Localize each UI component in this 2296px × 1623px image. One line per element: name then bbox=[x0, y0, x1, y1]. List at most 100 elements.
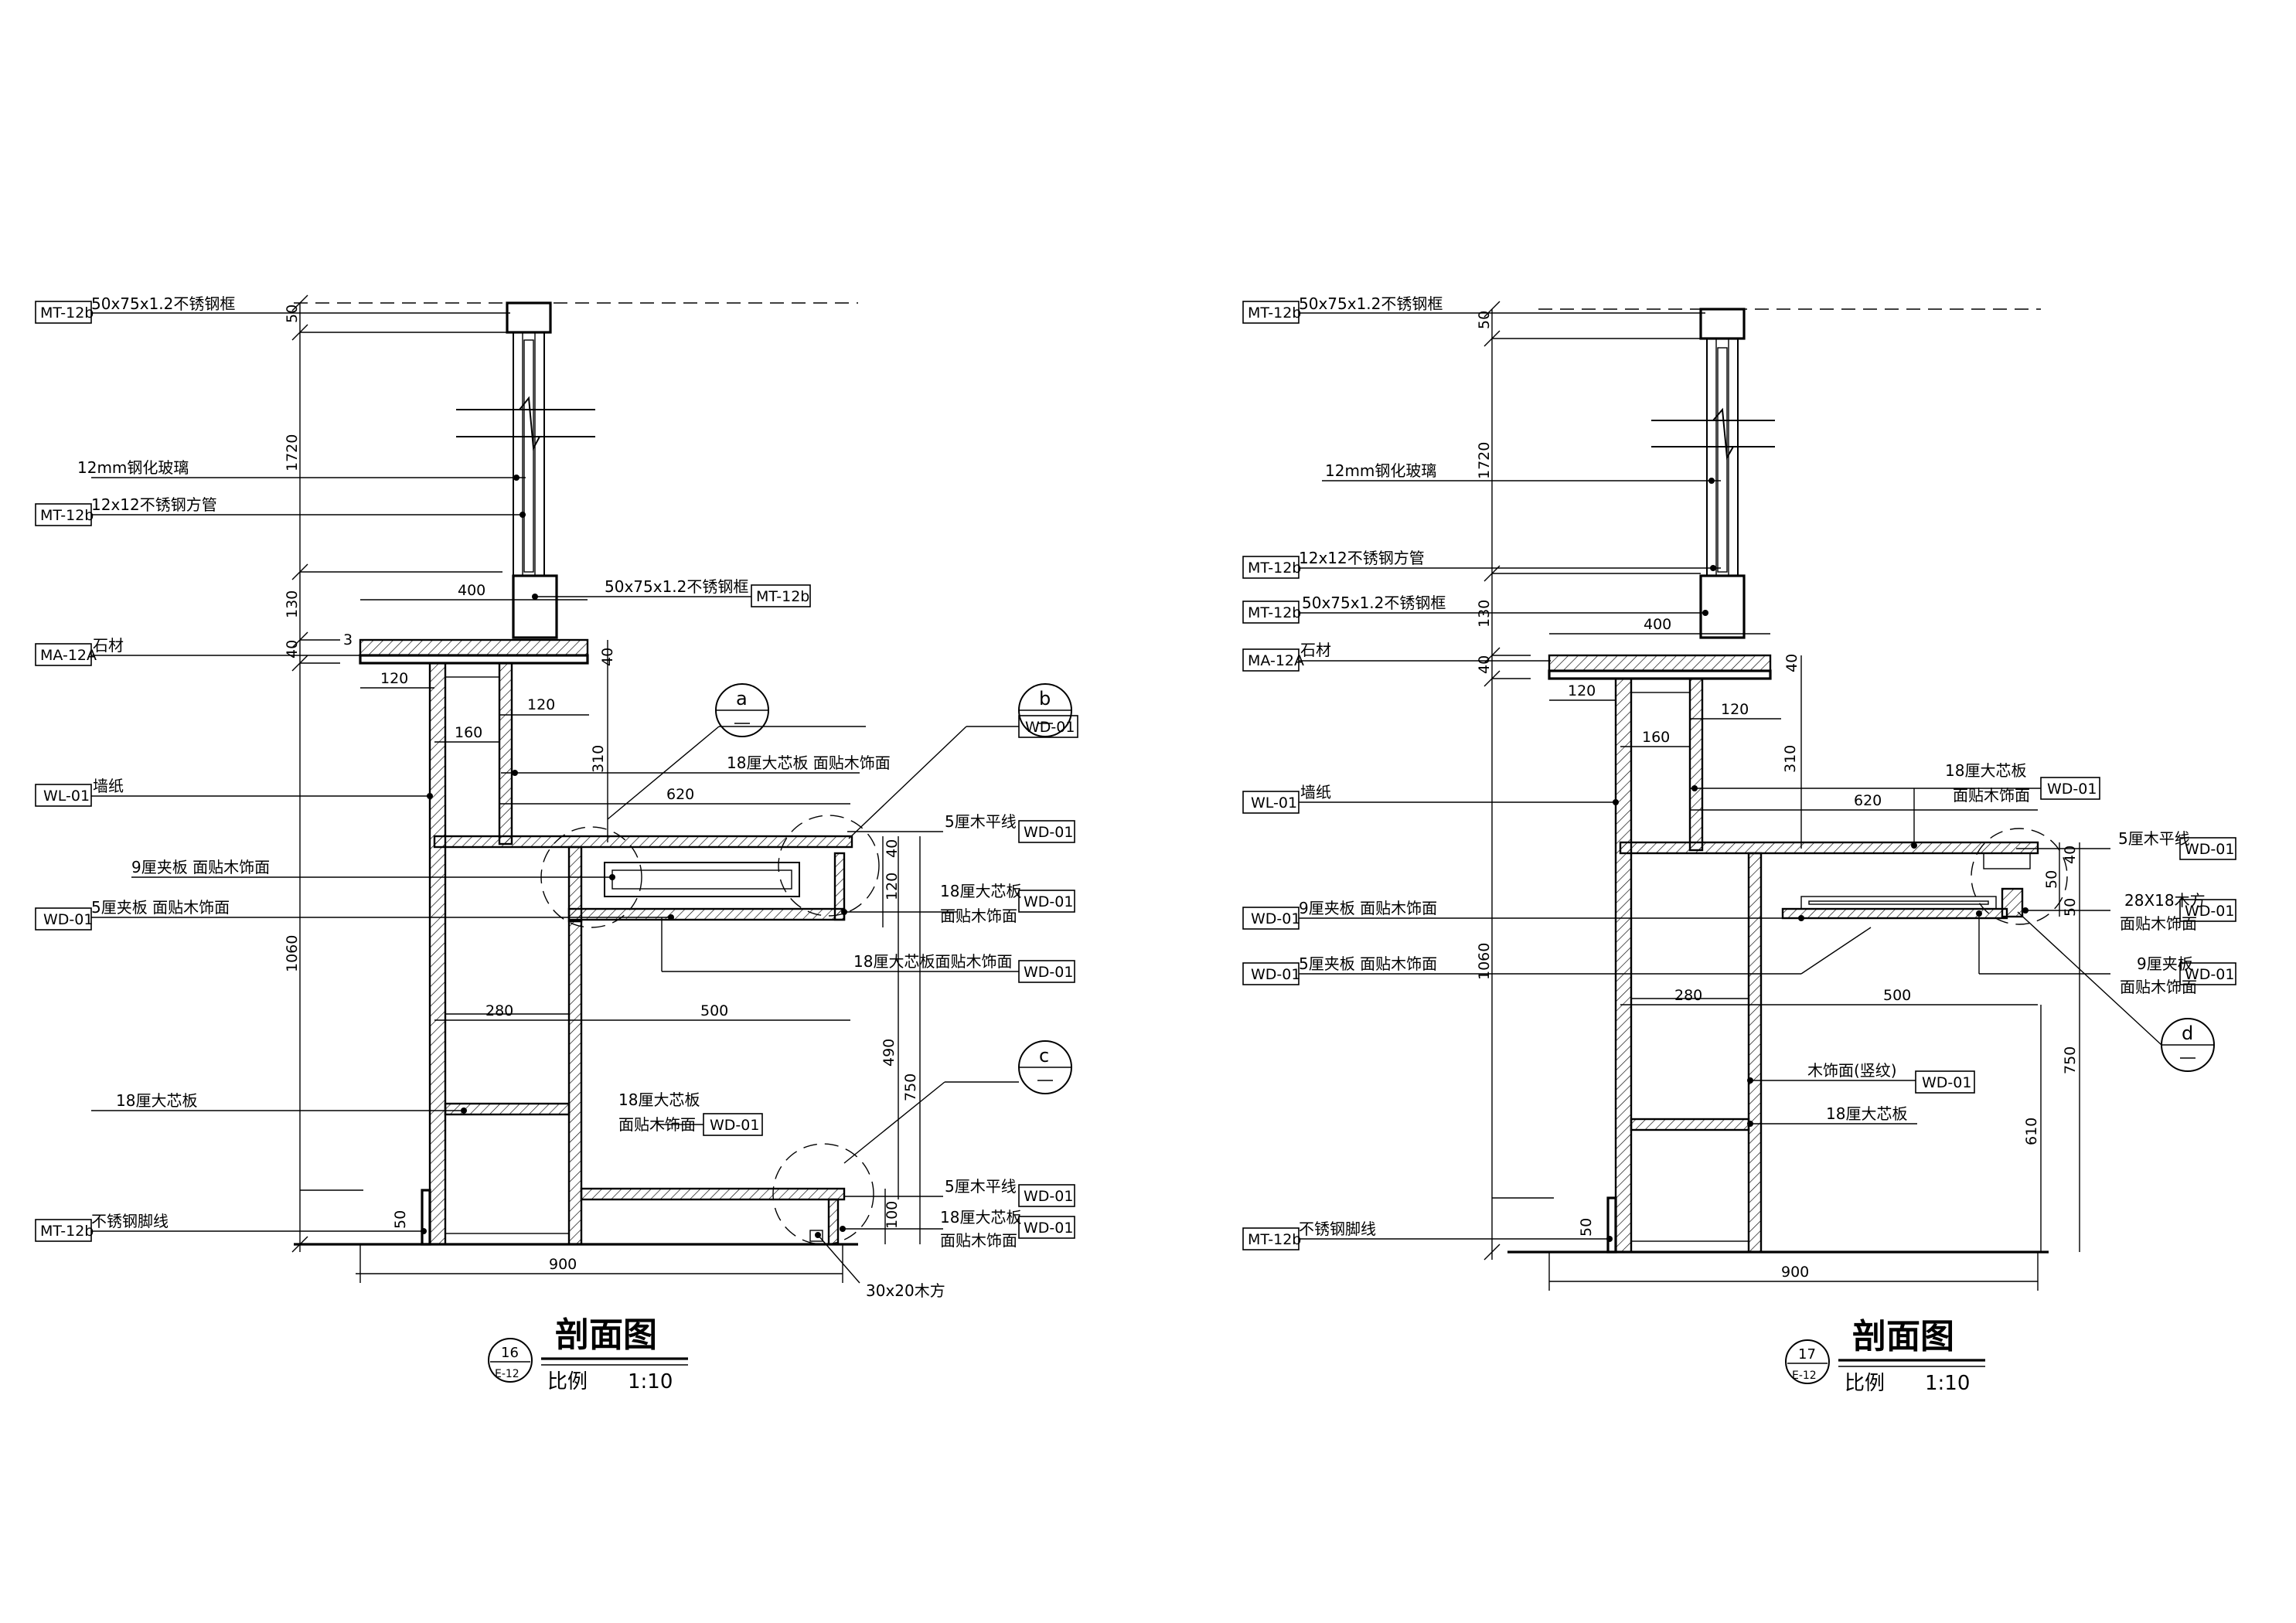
drawing-title: 剖面图 bbox=[1852, 1317, 1954, 1356]
top-steel-frame bbox=[1699, 308, 1746, 340]
note: 木饰面(竖纹) bbox=[1807, 1061, 1897, 1080]
note: 9厘夹板 面贴木饰面 bbox=[131, 858, 270, 876]
note: 5厘木平线 bbox=[945, 1177, 1017, 1196]
note: 不锈钢脚线 bbox=[1299, 1220, 1376, 1238]
note: 12x12不锈钢方管 bbox=[91, 495, 217, 514]
top-steel-frame bbox=[506, 301, 552, 334]
dim-label: 160 bbox=[455, 724, 482, 741]
dim-label: 750 bbox=[902, 1073, 919, 1101]
note: 18厘大芯板 bbox=[618, 1091, 700, 1109]
detail-bubble-label: d bbox=[2182, 1022, 2193, 1044]
dim-label: 280 bbox=[1674, 987, 1702, 1004]
note: 面贴木饰面 bbox=[940, 1231, 1017, 1250]
note: 面贴木饰面 bbox=[1953, 786, 2030, 805]
dim-label: 130 bbox=[1476, 600, 1493, 628]
detail-bubble-label: b bbox=[1039, 688, 1051, 709]
mid-steel-frame bbox=[512, 574, 558, 639]
glass-panel bbox=[523, 339, 534, 573]
dim-label: 130 bbox=[284, 590, 301, 618]
dim-label: 50 bbox=[1578, 1218, 1595, 1237]
dim-label: 40 bbox=[1476, 655, 1493, 674]
tag: MT-12b bbox=[1248, 305, 1301, 322]
tray-front bbox=[1800, 896, 1997, 910]
tag: MT-12b bbox=[1248, 1231, 1301, 1248]
note: 5厘夹板 面贴木饰面 bbox=[1299, 954, 1437, 973]
dim-label: 310 bbox=[1782, 745, 1799, 773]
tag: WD-01 bbox=[1024, 1188, 1073, 1205]
dim-label: 50 bbox=[2043, 870, 2060, 889]
tag: MT-12b bbox=[1248, 560, 1301, 577]
detail-bubble-label: c bbox=[1039, 1045, 1049, 1067]
note: 50x75x1.2不锈钢框 bbox=[91, 294, 235, 313]
detail-circle-c bbox=[772, 1143, 874, 1245]
upper-inner-panel bbox=[498, 662, 513, 846]
dim-label: 490 bbox=[881, 1039, 898, 1067]
tag: WL-01 bbox=[1251, 794, 1297, 812]
tag: WD-01 bbox=[2047, 781, 2097, 798]
drawing-ref-number: 16 bbox=[501, 1345, 519, 1361]
drawing-ref-number: 17 bbox=[1798, 1346, 1816, 1363]
dim-label: 160 bbox=[1642, 729, 1670, 746]
dim-label: 1720 bbox=[284, 434, 301, 471]
note: 18厘大芯板 bbox=[116, 1091, 197, 1110]
note: 28X18木方 bbox=[2124, 891, 2206, 910]
dim-label: 40 bbox=[1783, 654, 1800, 672]
note: 9厘夹板 面贴木饰面 bbox=[1299, 899, 1437, 917]
dim-label: 400 bbox=[1644, 616, 1671, 633]
dim-label: 40 bbox=[2062, 846, 2079, 864]
tag: MA-12A bbox=[1248, 652, 1304, 669]
detail-bubble-label: a bbox=[736, 688, 748, 709]
tag: MT-12b bbox=[756, 588, 809, 605]
dim-label: 310 bbox=[590, 745, 607, 773]
note: 12mm钢化玻璃 bbox=[77, 458, 189, 477]
dim-label: 120 bbox=[380, 670, 408, 687]
tag: WD-01 bbox=[2185, 841, 2234, 858]
dim-label: 750 bbox=[2062, 1046, 2079, 1074]
tag: MT-12b bbox=[40, 305, 94, 322]
drawing-ref-circle bbox=[488, 1338, 533, 1383]
dim-label: 40 bbox=[599, 648, 616, 666]
detail-circle-b bbox=[778, 815, 880, 917]
detail-circle-d bbox=[1971, 828, 2068, 925]
bottom-shelf bbox=[580, 1187, 846, 1201]
dim-label: 500 bbox=[1883, 987, 1911, 1004]
dim-label: 3 bbox=[343, 631, 353, 648]
note: 面贴木饰面 bbox=[618, 1115, 696, 1134]
note: 18厘大芯板 bbox=[940, 882, 1021, 900]
note: 18厘大芯板 bbox=[940, 1208, 1021, 1227]
dim-label: 50 bbox=[2062, 898, 2079, 917]
tag: WD-01 bbox=[1251, 910, 1300, 927]
tag: WD-01 bbox=[1024, 964, 1073, 981]
scale-label: 比例 bbox=[1845, 1372, 1885, 1395]
stone-counter bbox=[1548, 654, 1772, 672]
note: 50x75x1.2不锈钢框 bbox=[1302, 594, 1446, 612]
drawing-ref-sheet: E-12 bbox=[1792, 1370, 1817, 1382]
drawing-ref-sheet: E-12 bbox=[495, 1368, 519, 1380]
dim-label: 620 bbox=[666, 786, 694, 803]
dim-label: 120 bbox=[1568, 682, 1596, 699]
note: 面贴木饰面 bbox=[940, 907, 1017, 925]
tag: MA-12A bbox=[40, 647, 97, 664]
tag: WL-01 bbox=[43, 788, 90, 805]
scale-value: 1:10 bbox=[1925, 1372, 1970, 1395]
dim-label: 50 bbox=[392, 1210, 409, 1229]
tag: MT-12b bbox=[40, 1223, 94, 1240]
note: 5厘木平线 bbox=[2118, 829, 2190, 848]
outer-wall-panel bbox=[428, 662, 447, 1246]
note: 面贴木饰面 bbox=[2120, 978, 2197, 996]
skirting bbox=[1606, 1196, 1617, 1254]
tag: WD-01 bbox=[2185, 903, 2234, 920]
lower-shelf bbox=[1630, 1118, 1750, 1131]
dim-label: 1720 bbox=[1476, 442, 1493, 479]
note: 5厘夹板 面贴木饰面 bbox=[91, 898, 230, 917]
tag: WD-01 bbox=[1024, 1220, 1073, 1237]
dim-label: 610 bbox=[2023, 1118, 2040, 1145]
note: 石材 bbox=[93, 636, 124, 655]
tag: MT-12b bbox=[1248, 604, 1301, 621]
inner-partition bbox=[1747, 852, 1763, 1254]
note: 18厘大芯板 bbox=[1826, 1104, 1907, 1123]
tag: WD-01 bbox=[1024, 824, 1073, 841]
dim-label: 900 bbox=[1781, 1264, 1809, 1281]
lower-shelf bbox=[444, 1102, 571, 1116]
